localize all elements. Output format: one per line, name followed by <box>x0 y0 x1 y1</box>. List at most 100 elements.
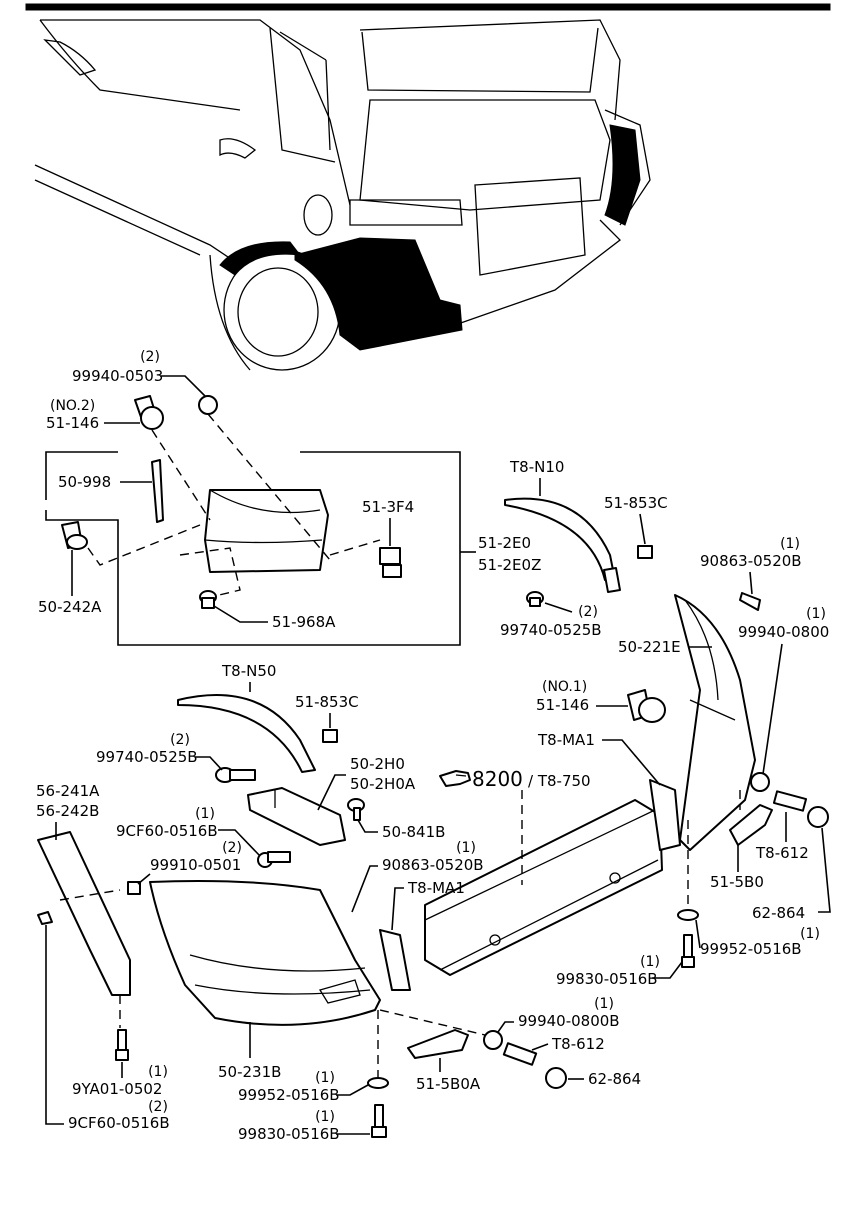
hand-pointer-icon <box>439 770 471 787</box>
leader-line <box>317 774 346 811</box>
callout-9YA01-0502: 9YA01-0502 <box>72 1080 162 1098</box>
callout-qty: (1) <box>315 1109 335 1125</box>
part-T8-MA1-absorber <box>649 779 681 851</box>
leader-line <box>531 1043 549 1051</box>
leader-line <box>137 873 151 885</box>
part-51-146-no1-clip <box>627 689 666 723</box>
callout-T8-N10: T8-N10 <box>509 458 564 476</box>
callout-51-5B0: 51-5B0 <box>710 873 764 891</box>
part-T8-MA1-absorber-2 <box>379 929 411 991</box>
callout-qty: (1) <box>195 806 215 822</box>
part-51-968A-screw <box>199 590 217 609</box>
part-99940-0800B-nut <box>483 1030 503 1050</box>
leader-line <box>45 925 64 1125</box>
leader-line <box>818 827 831 913</box>
part-50-231B-fascia <box>149 880 381 1026</box>
callout-50-221E: 50-221E <box>618 638 681 656</box>
callout-99910-0501: 99910-0501 <box>150 856 241 874</box>
dash-line <box>87 524 201 566</box>
callout-9CF60-0516B: 9CF60-0516B <box>116 822 218 840</box>
part-51-5B0A-reflector <box>407 1029 469 1059</box>
part-51-5B0-reflector <box>729 804 773 846</box>
callout-50-841B: 50-841B <box>382 823 445 841</box>
callout-51-968A: 51-968A <box>272 613 336 631</box>
callout-99740-0525B-2: 99740-0525B <box>96 748 198 766</box>
part-99740-0525B-screw <box>526 591 544 607</box>
callout-qty: (1) <box>456 840 476 856</box>
part-9CF60-0516B-bolt <box>257 851 291 868</box>
leader-line <box>544 602 573 613</box>
part-T8-612-bolt <box>502 1042 538 1066</box>
callout-51-146-no2: 51-146 <box>46 414 99 432</box>
part-56-241A-bracket <box>37 831 131 996</box>
part-99952-0516B-washer <box>677 909 699 921</box>
leader-line <box>357 819 378 833</box>
part-62-864-cap-2 <box>807 806 829 828</box>
part-9YA01-0502-screw <box>115 1029 129 1061</box>
car-rear-illustration <box>34 19 651 371</box>
part-51-146-no2-clip <box>134 395 164 430</box>
dash-line <box>379 1009 486 1036</box>
part-99952-0516B-washer-2 <box>367 1077 389 1089</box>
leader-line <box>160 375 206 397</box>
callout-T8-612: T8-612 <box>755 844 809 862</box>
callout-99952-0516B-2: 99952-0516B <box>238 1086 340 1104</box>
part-T8-612-bolt-2 <box>772 790 808 812</box>
part-51-2E0-bracket <box>204 489 329 573</box>
leader-line <box>762 643 783 775</box>
callout-51-146-no1: 51-146 <box>536 696 589 714</box>
part-50-221E-bracket <box>674 594 756 851</box>
callout-T8-N50: T8-N50 <box>221 662 276 680</box>
callout-99830-0516B: 99830-0516B <box>556 970 658 988</box>
part-99910-0501-clip <box>127 881 141 895</box>
part-90863-0520B-screw <box>739 592 761 611</box>
callout-T8-MA1: T8-MA1 <box>537 731 595 749</box>
callout-51-853C: 51-853C <box>604 494 668 512</box>
callout-51-2E0: 51-2E0 <box>478 534 531 552</box>
callout-qty: (1) <box>800 926 820 942</box>
subassembly-box <box>45 451 461 646</box>
part-62-864-cap <box>545 1067 567 1089</box>
callout-90863-0520B-2: 90863-0520B <box>382 856 484 874</box>
part-99940-0503-nut <box>198 395 218 415</box>
callout-T8-750: / T8-750 <box>528 772 591 790</box>
callout-51-853C-2: 51-853C <box>295 693 359 711</box>
callout-99952-0516B: 99952-0516B <box>700 940 802 958</box>
callout-qty: (2) <box>148 1099 168 1115</box>
callout-qty: (2) <box>170 732 190 748</box>
leader-line <box>639 513 646 545</box>
part-99830-0516B-screw-2 <box>371 1104 387 1138</box>
callout-50-998: 50-998 <box>58 473 111 491</box>
part-T8-750-reinforcement <box>424 799 663 976</box>
dash-line <box>207 413 331 561</box>
callout-9CF60-0516B-2: 9CF60-0516B <box>68 1114 170 1132</box>
part-51-853C-clip-2 <box>322 729 338 743</box>
leader-line <box>195 756 223 771</box>
leader-line <box>336 1084 369 1096</box>
callout-qty: (NO.2) <box>50 398 95 414</box>
part-99830-0516B-screw <box>681 934 695 968</box>
leader-line <box>218 829 261 857</box>
part-T8-N10-moulding <box>504 497 621 593</box>
leader-line <box>213 605 268 623</box>
part-T8-N50-moulding <box>177 694 316 773</box>
part-50-2H0-bracket <box>247 787 346 846</box>
callout-62-864-2: 62-864 <box>588 1070 641 1088</box>
callout-99940-0503: 99940-0503 <box>72 367 163 385</box>
callout-50-2H0A: 50-2H0A <box>350 775 416 793</box>
callout-56-242B: 56-242B <box>36 802 99 820</box>
leader-line <box>695 919 701 949</box>
callout-51-3F4: 51-3F4 <box>362 498 414 516</box>
leader-line <box>497 1021 514 1033</box>
callout-50-242A: 50-242A <box>38 598 102 616</box>
callout-56-241A: 56-241A <box>36 782 100 800</box>
part-50-998 <box>151 459 164 523</box>
part-99740-0525B-screw-2 <box>215 767 256 783</box>
callout-qty: (1) <box>315 1070 335 1086</box>
callout-62-864: 62-864 <box>752 904 805 922</box>
dash-line <box>329 539 381 556</box>
subassembly-box-top-left <box>45 451 118 500</box>
top-border <box>25 3 831 11</box>
